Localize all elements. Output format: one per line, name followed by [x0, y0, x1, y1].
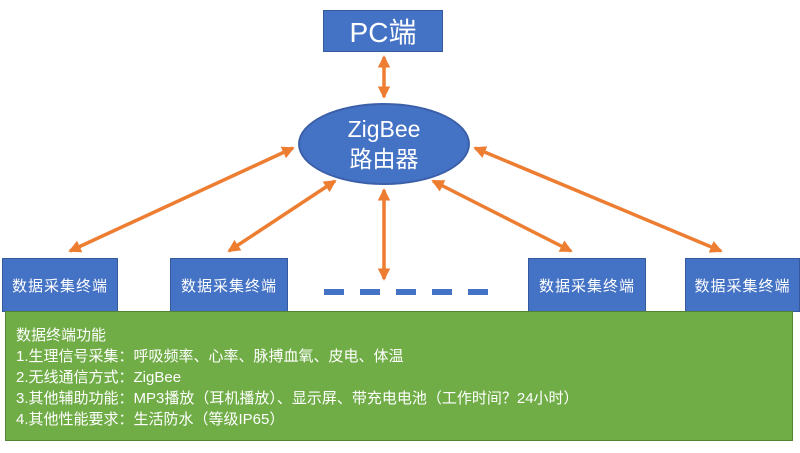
terminal-node-4: 数据采集终端 — [685, 258, 800, 312]
pc-node-label: PC端 — [349, 17, 417, 48]
arrow-router-terminal-2 — [227, 179, 337, 253]
panel-line-4: 4.其他性能要求：生活防水（等级IP65） — [16, 411, 285, 428]
terminal-label: 数据采集终端 — [694, 277, 791, 295]
zigbee-router-node: ZigBee 路由器 — [298, 103, 470, 185]
panel-line-2: 2.无线通信方式：ZigBee — [16, 369, 182, 386]
pc-node: PC端 — [323, 10, 443, 52]
terminal-node-1: 数据采集终端 — [2, 258, 118, 312]
panel-line-1: 1.生理信号采集：呼吸频率、心率、脉搏血氧、皮电、体温 — [16, 348, 404, 365]
terminal-label: 数据采集终端 — [180, 277, 277, 295]
router-label-line1: ZigBee — [347, 116, 421, 142]
terminal-label: 数据采集终端 — [538, 277, 635, 295]
terminal-node-2: 数据采集终端 — [170, 258, 288, 312]
panel-line-3: 3.其他辅助功能：MP3播放（耳机播放）、显示屏、带充电电池（工作时间？24小时… — [16, 390, 579, 407]
arrow-router-terminal-4 — [473, 146, 723, 253]
router-label-line2: 路由器 — [349, 146, 419, 172]
arrow-router-terminal-3 — [431, 179, 573, 253]
terminal-label: 数据采集终端 — [11, 277, 108, 295]
arrow-router-terminal-1 — [68, 146, 295, 253]
ellipsis-dashes — [324, 289, 488, 295]
terminal-node-3: 数据采集终端 — [528, 258, 646, 312]
panel-title: 数据终端功能 — [16, 327, 107, 344]
function-panel: 数据终端功能 1.生理信号采集：呼吸频率、心率、脉搏血氧、皮电、体温 2.无线通… — [5, 311, 793, 441]
